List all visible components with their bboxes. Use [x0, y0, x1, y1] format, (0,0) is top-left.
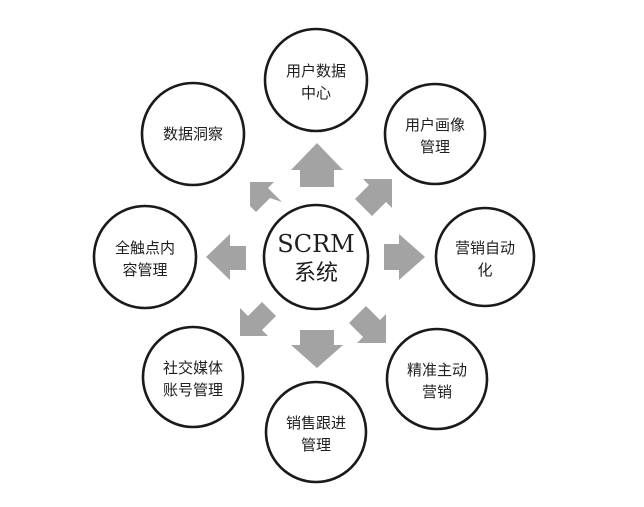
node-data-insight: 数据洞察: [140, 81, 246, 187]
node-label-line2: 管理: [420, 138, 450, 156]
center-node: SCRM 系统: [262, 203, 370, 311]
node-label-line2: 账号管理: [163, 381, 223, 399]
arrows: [206, 143, 425, 368]
node-user-data-center: 用户数据 中心: [263, 27, 369, 133]
arrow-up: [291, 143, 343, 187]
node-marketing-automation: 营销自动 化: [434, 206, 536, 308]
arrow-down-left: [240, 302, 276, 336]
node-label-line1: 营销自动: [455, 239, 515, 257]
arrow-right: [384, 234, 425, 280]
arrow-up-right: [355, 179, 392, 216]
node-label-line2: 化: [477, 261, 492, 279]
node-label-line2: 中心: [301, 84, 331, 102]
arrow-down: [291, 330, 343, 368]
arrow-down-right: [349, 306, 386, 343]
node-label-line1: 用户数据: [286, 62, 346, 80]
node-user-profile-management: 用户画像 管理: [383, 82, 487, 186]
node-sales-follow-up-management: 销售跟进 管理: [264, 380, 368, 484]
node-circle: [383, 82, 487, 186]
node-precision-active-marketing: 精准主动 营销: [385, 327, 489, 431]
node-circle: [263, 27, 369, 133]
arrow-left: [206, 234, 246, 280]
node-label-line2: 营销: [422, 383, 452, 401]
center-label-line2: 系统: [294, 261, 338, 286]
node-omni-touchpoint-content-management: 全触点内 容管理: [92, 204, 198, 310]
center-circle: [262, 203, 370, 311]
node-circle: [140, 81, 246, 187]
node-label-line1: 社交媒体: [163, 359, 223, 377]
node-label-line1: 精准主动: [407, 361, 467, 379]
node-label-line1: 用户画像: [405, 116, 465, 134]
node-circle: [385, 327, 489, 431]
node-label-line2: 管理: [301, 436, 331, 454]
node-circle: [141, 325, 245, 429]
node-circle: [92, 204, 198, 310]
node-circle: [264, 380, 368, 484]
arrow-up-left: [250, 182, 282, 212]
node-social-media-account-management: 社交媒体 账号管理: [141, 325, 245, 429]
center-label-line1: SCRM: [277, 230, 354, 258]
node-label-line1: 销售跟进: [286, 414, 346, 432]
node-label-line1: 全触点内: [115, 239, 175, 257]
node-label-line2: 容管理: [122, 261, 167, 279]
node-circle: [434, 206, 536, 308]
node-label-line1: 数据洞察: [163, 125, 223, 143]
